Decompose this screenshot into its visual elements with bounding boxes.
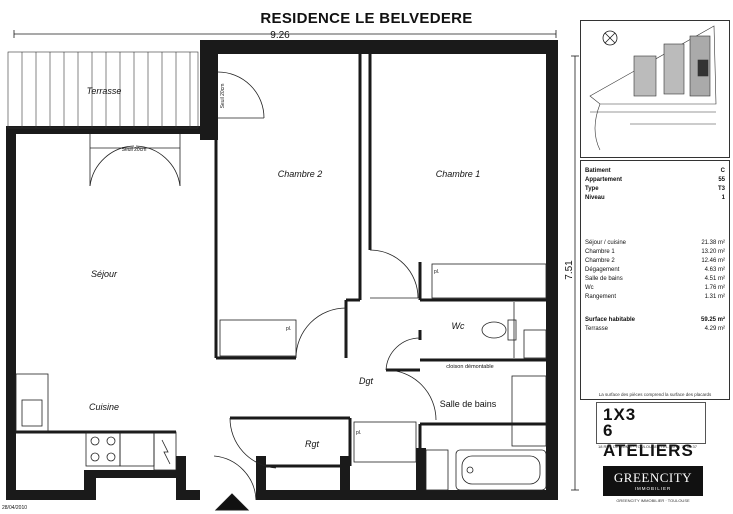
ateliers-logo-top: 1X3: [603, 405, 637, 424]
water-heater: [425, 449, 449, 491]
chambre1-door-arc: [369, 249, 419, 299]
greencity-footer: GREENCITY IMMOBILIER · TOULOUSE: [616, 498, 690, 503]
height-dimension-label: 7.51: [564, 260, 575, 280]
keyplan-map: [589, 25, 717, 151]
wc-fixture: [481, 319, 517, 341]
room-label-cuisine: Cuisine: [89, 402, 119, 412]
entrance-door-arc: [213, 455, 257, 501]
placard-dgt: [353, 421, 417, 463]
ateliers-logo-bottom: 6 ATELIERS: [603, 421, 694, 460]
kitchen-sink: [15, 373, 49, 433]
seuil-terrasse-label: Seuil 20cm: [122, 147, 147, 153]
plan-title: RESIDENCE LE BELVEDERE: [260, 10, 473, 27]
chambre2-door-arc: [295, 307, 347, 359]
room-label-sejour: Séjour: [91, 269, 118, 279]
ateliers-logo: 1X3 6 ATELIERS: [596, 402, 706, 460]
room-label-rgt: Rgt: [305, 439, 320, 449]
exterior-walls: [6, 40, 558, 500]
terrasse-door: [89, 134, 181, 187]
cloison-label: cloison démontable: [446, 364, 493, 370]
info-footnote: La surface des pièces comprend la surfac…: [598, 392, 712, 397]
key-plan: [580, 20, 730, 158]
room-label-dgt: Dgt: [359, 376, 374, 386]
placard-label-chambre1: pl.: [434, 269, 439, 275]
plan-reference: 28/04/2010: [2, 505, 28, 511]
electrical-panel: [153, 431, 177, 471]
bathtub: [455, 449, 547, 491]
wc-door-arc: [385, 337, 421, 371]
kitchen-counter: [15, 373, 177, 471]
placard-chambre1: [431, 263, 547, 299]
cooktop: [85, 431, 121, 467]
north-arrow-icon: [602, 30, 618, 46]
ateliers-address: 18 RUE DE ROME · TOULOUSE · TEL. 05 61 7…: [598, 444, 697, 449]
greencity-sub: IMMOBILIER: [634, 486, 672, 491]
room-label-salle-de-bains: Salle de bains: [440, 399, 497, 409]
greencity-brand: GREENCITY: [613, 470, 693, 485]
sdb-door-arc: [385, 369, 437, 421]
placard-label-chambre2: pl.: [286, 326, 291, 332]
width-dimension-label: 9.26: [270, 30, 290, 41]
room-label-terrasse: Terrasse: [87, 86, 122, 96]
chambre2-door: [217, 71, 265, 119]
room-label-chambre2: Chambre 2: [278, 169, 323, 179]
room-label-wc: Wc: [452, 321, 465, 331]
placard-chambre2: [219, 319, 297, 357]
vanity: [511, 375, 547, 447]
rgt-door-arc: [229, 417, 277, 469]
terrasse-decking: [7, 51, 199, 129]
fridge: [119, 431, 155, 467]
room-label-chambre1: Chambre 1: [436, 169, 481, 179]
seuil-chambre-label: Seuil 20cm: [220, 84, 226, 109]
entrance-arrow: [214, 493, 250, 511]
placard-label-dgt: pl.: [356, 430, 361, 436]
greencity-logo: GREENCITY IMMOBILIER: [603, 466, 703, 496]
